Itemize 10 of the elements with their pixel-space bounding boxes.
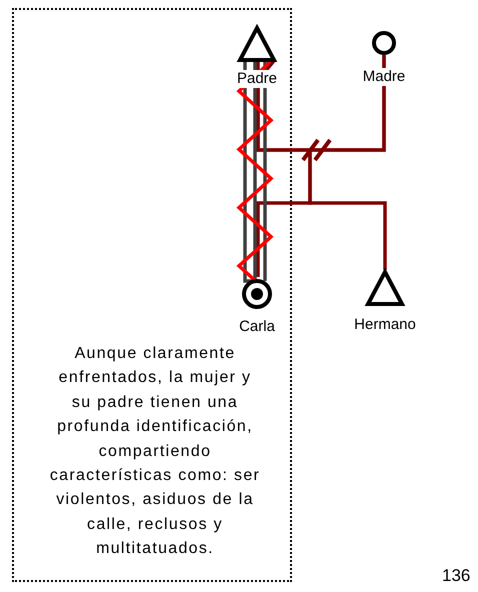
descent-line bbox=[256, 60, 312, 277]
person-name: Padre bbox=[236, 70, 278, 88]
female-symbol bbox=[372, 31, 396, 55]
note-frame bbox=[12, 8, 292, 582]
male-symbol bbox=[366, 270, 404, 306]
note-text: Aunque claramente enfrentados, la mujer y su padre tienen una profunda identificación, compartiendo características como: ser violentos, asiduos de la calle, reclusos y multitatuados. bbox=[49, 344, 261, 560]
person-name: Madre bbox=[362, 68, 406, 86]
index-person-symbol bbox=[242, 279, 272, 309]
male-symbol bbox=[238, 26, 276, 62]
page-number: 136 bbox=[442, 566, 470, 586]
